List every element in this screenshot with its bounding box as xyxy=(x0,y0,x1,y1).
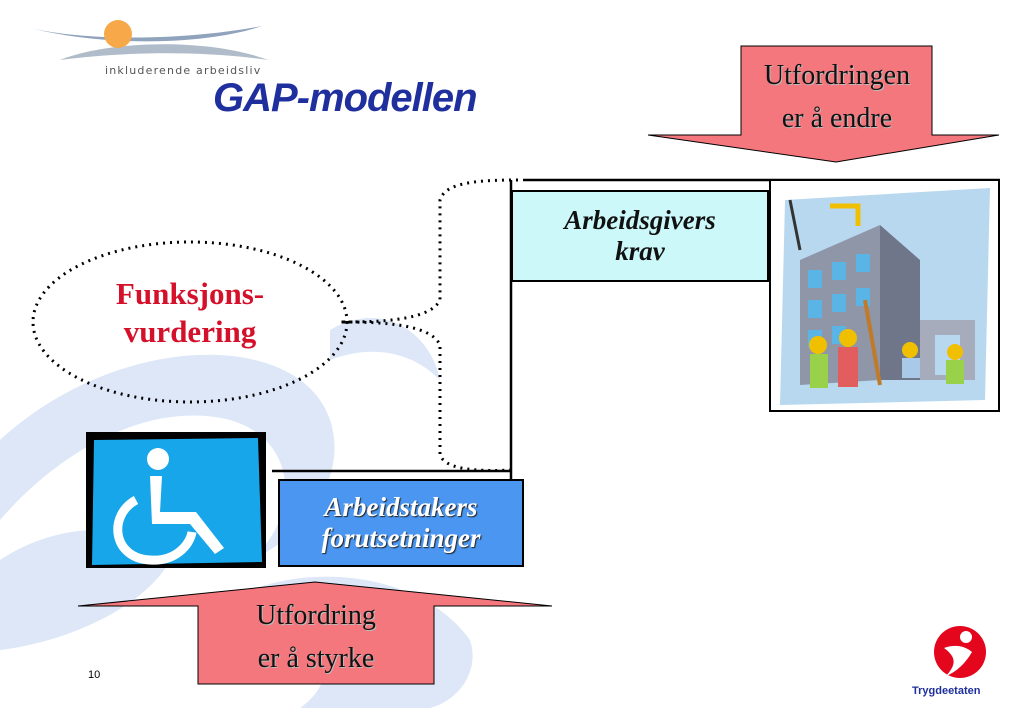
challenge-top-line2: er å endre xyxy=(781,103,893,135)
employer-requirements-box: Arbeidsgivers krav xyxy=(511,190,769,282)
logo-text: inkluderende arbeidsliv xyxy=(105,64,262,77)
wheelchair-icon xyxy=(86,432,266,568)
assessment-line1: Funksjons- xyxy=(115,276,265,311)
logo-icon xyxy=(30,20,268,60)
employer-box-line1: Arbeidsgivers xyxy=(564,204,716,235)
employee-box-line2: forutsetninger xyxy=(321,523,481,553)
challenge-bottom-label: Utfordring er å styrke xyxy=(198,594,434,681)
assessment-ellipse xyxy=(31,240,349,404)
page-title: GAP-modellen xyxy=(213,76,478,120)
challenge-top-label: Utfordringen er å endre xyxy=(742,54,932,141)
trygdeetaten-logo-icon xyxy=(934,626,986,678)
assessment-line2: vurdering xyxy=(123,313,257,349)
page-number: 10 xyxy=(88,669,101,681)
brand-name: Trygdeetaten xyxy=(912,685,981,697)
assessment-label: Funksjons- vurdering xyxy=(70,275,310,351)
challenge-arrow-up xyxy=(77,581,553,685)
challenge-top-line1: Utfordringen xyxy=(763,60,911,91)
employee-box-line1: Arbeidstakers xyxy=(324,491,478,522)
challenge-bottom-line2: er å styrke xyxy=(257,643,375,675)
employer-box-line2: krav xyxy=(615,236,665,266)
construction-workers-icon xyxy=(769,179,1000,412)
challenge-bottom-line1: Utfordring xyxy=(256,600,376,631)
employee-prerequisites-box: Arbeidstakers forutsetninger xyxy=(278,479,524,567)
challenge-arrow-down xyxy=(647,45,1000,163)
